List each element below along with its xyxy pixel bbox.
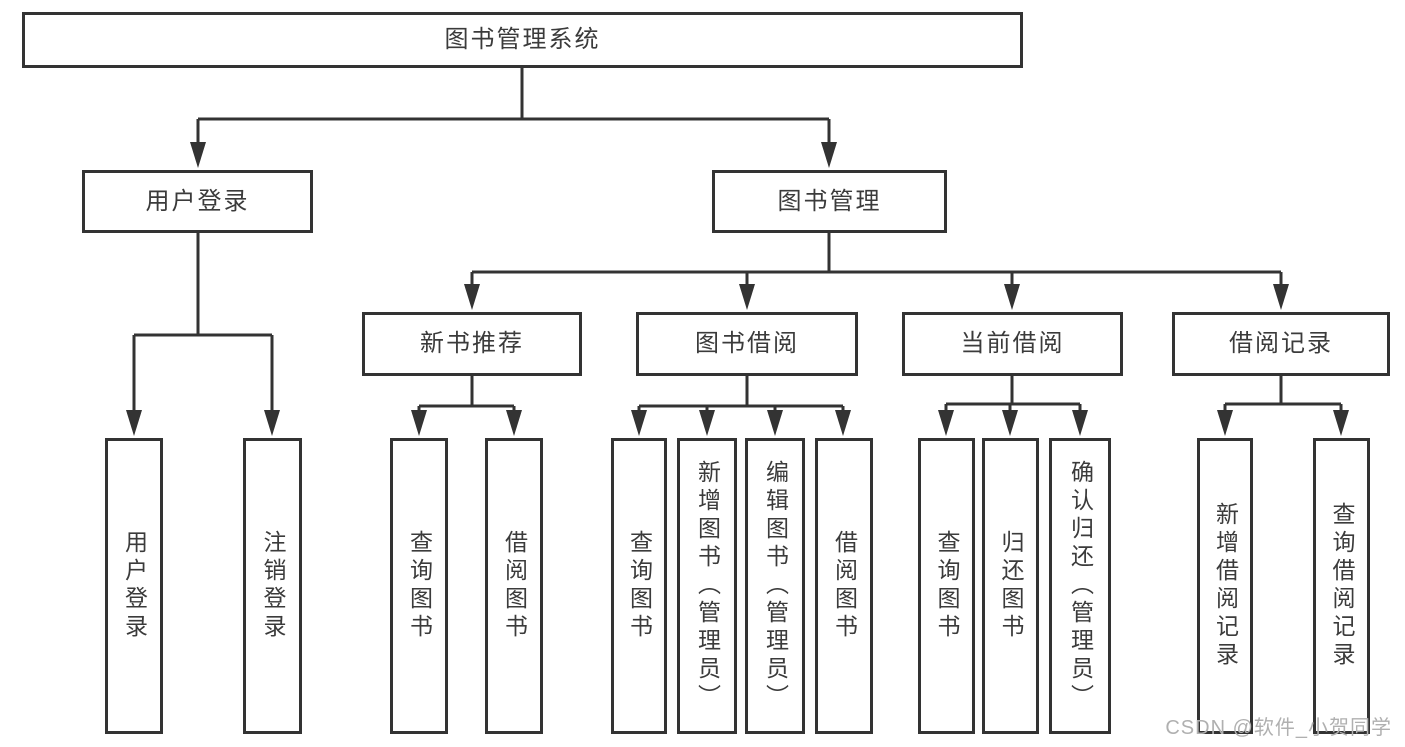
- node-new-book-recommend: 新书推荐: [362, 312, 582, 376]
- node-book-management: 图书管理: [712, 170, 947, 233]
- arrowhead-icon: [1273, 284, 1289, 310]
- connector-root: [190, 68, 837, 168]
- leaf-add-borrow-record: 新增借阅记录: [1197, 438, 1253, 734]
- arrowhead-icon: [835, 410, 851, 436]
- arrowhead-icon: [1002, 410, 1018, 436]
- arrowhead-icon: [190, 142, 206, 168]
- arrowhead-icon: [464, 284, 480, 310]
- arrowhead-icon: [1072, 410, 1088, 436]
- leaf-logout: 注销登录: [243, 438, 302, 734]
- arrowhead-icon: [126, 410, 142, 436]
- node-book-borrowing: 图书借阅: [636, 312, 858, 376]
- arrowhead-icon: [767, 410, 783, 436]
- arrowhead-icon: [699, 410, 715, 436]
- arrowhead-icon: [506, 410, 522, 436]
- connector-current-borrowing: [938, 376, 1088, 436]
- connector-book-management: [464, 233, 1289, 310]
- leaf-add-books-admin: 新增图书（管理员）: [677, 438, 737, 734]
- arrowhead-icon: [1004, 284, 1020, 310]
- connector-user-login: [126, 233, 280, 436]
- arrowhead-icon: [631, 410, 647, 436]
- node-user-login: 用户登录: [82, 170, 313, 233]
- leaf-query-books-recommend: 查询图书: [390, 438, 448, 734]
- leaf-borrow-books-recommend: 借阅图书: [485, 438, 543, 734]
- arrowhead-icon: [411, 410, 427, 436]
- connector-borrowing-records: [1217, 376, 1349, 436]
- leaf-borrow-books: 借阅图书: [815, 438, 873, 734]
- leaf-query-borrow-record: 查询借阅记录: [1313, 438, 1370, 734]
- arrowhead-icon: [1333, 410, 1349, 436]
- leaf-query-books-current: 查询图书: [918, 438, 975, 734]
- leaf-edit-books-admin: 编辑图书（管理员）: [745, 438, 805, 734]
- arrowhead-icon: [739, 284, 755, 310]
- node-current-borrowing: 当前借阅: [902, 312, 1123, 376]
- leaf-user-login: 用户登录: [105, 438, 163, 734]
- csdn-watermark: CSDN @软件_小贺同学: [1165, 717, 1392, 739]
- arrowhead-icon: [264, 410, 280, 436]
- node-root-system: 图书管理系统: [22, 12, 1023, 68]
- arrowhead-icon: [938, 410, 954, 436]
- arrowhead-icon: [821, 142, 837, 168]
- connector-book-borrowing: [631, 376, 851, 436]
- connector-new-book-recommend: [411, 376, 522, 436]
- arrowhead-icon: [1217, 410, 1233, 436]
- node-borrowing-records: 借阅记录: [1172, 312, 1390, 376]
- leaf-return-books: 归还图书: [982, 438, 1039, 734]
- leaf-query-books-borrowing: 查询图书: [611, 438, 667, 734]
- leaf-confirm-return-admin: 确认归还（管理员）: [1049, 438, 1111, 734]
